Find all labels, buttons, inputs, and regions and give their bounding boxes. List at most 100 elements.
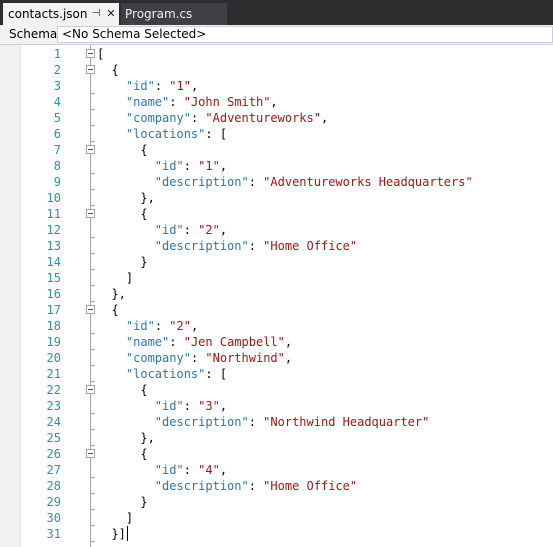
code-line[interactable]: "id": "3", [97,398,227,414]
code-line[interactable]: "company": "Northwind", [97,350,292,366]
json-string: "Home Office" [263,239,358,253]
code-line[interactable]: "description": "Home Office" [97,238,357,254]
json-string: "2" [169,319,191,333]
code-line[interactable]: "locations": [ [97,366,227,382]
pin-icon[interactable]: ⊣ [91,8,101,19]
json-punctuation: , [320,111,329,125]
line-number: 19 [46,335,61,349]
tab-program-cs[interactable]: Program.cs [121,3,227,25]
json-punctuation: , [219,223,228,237]
outlining-end-tick [90,349,95,350]
tab-contacts-json[interactable]: contacts.json ⊣ ✕ [3,3,119,25]
outlining-guide [90,45,91,547]
json-punctuation [97,415,155,429]
json-punctuation [97,127,126,141]
code-line[interactable]: "id": "1", [97,78,198,94]
code-line[interactable]: "description": "Adventureworks Headquart… [97,174,473,190]
code-line[interactable]: "locations": [ [97,126,227,142]
code-line[interactable]: "name": "Jen Campbell", [97,334,292,350]
json-punctuation: , [219,399,228,413]
json-key: "description" [154,479,249,493]
json-punctuation [97,463,155,477]
code-line[interactable]: { [97,446,148,462]
json-punctuation: : [183,399,199,413]
outlining-end-tick [90,301,95,302]
json-punctuation: : [169,95,184,109]
code-line[interactable]: "id": "2", [97,318,198,334]
json-punctuation: { [97,447,148,461]
json-punctuation: [ [97,47,105,61]
json-punctuation: : [248,479,264,493]
json-punctuation: ] [97,511,134,525]
code-line[interactable]: "id": "1", [97,158,227,174]
code-line[interactable]: { [97,62,118,78]
json-punctuation: : [248,175,264,189]
code-line[interactable]: }, [97,430,154,446]
json-key: "description" [154,415,249,429]
collapse-icon[interactable] [86,305,95,314]
collapse-icon[interactable] [86,209,95,218]
collapse-icon[interactable] [86,145,95,154]
code-line[interactable]: ] [97,270,133,286]
code-line[interactable]: { [97,206,148,222]
code-line[interactable]: "description": "Northwind Headquarter" [97,414,430,430]
json-punctuation: } [97,255,148,269]
code-line[interactable]: ] [97,510,133,526]
code-line[interactable]: } [97,254,148,270]
json-punctuation: : [183,463,199,477]
json-key: "description" [154,175,249,189]
outlining-end-tick [90,365,95,366]
code-line[interactable]: { [97,382,147,398]
outlining-end-tick [90,445,95,446]
code-line[interactable]: "id": "4", [97,462,227,478]
outlining-end-tick [90,253,95,254]
code-line[interactable]: "id": "2", [97,222,227,238]
line-number: 29 [46,495,61,509]
code-line[interactable]: [ [97,46,104,62]
json-key: "id" [125,319,155,333]
outlining-end-tick [90,493,95,494]
json-string: "Northwind Headquarter" [263,415,430,429]
line-number: 10 [46,191,61,205]
json-punctuation: , [219,159,228,173]
json-punctuation: , [270,95,278,109]
text-caret [126,526,128,541]
json-key: "locations" [125,127,206,141]
code-line[interactable]: } [97,494,147,510]
json-punctuation [97,175,155,189]
outlining-end-tick [90,285,95,286]
json-punctuation [97,111,126,125]
code-line[interactable]: { [97,142,147,158]
line-number: 20 [46,351,61,365]
schema-label: Schema: [9,27,62,41]
collapse-icon[interactable] [86,49,95,58]
code-line[interactable]: }] [97,526,125,542]
code-line[interactable]: }, [97,286,125,302]
line-number: 24 [46,415,61,429]
outlining-end-tick [90,93,95,94]
tab-label: Program.cs [125,7,193,21]
code-line[interactable]: "name": "John Smith", [97,94,278,110]
collapse-icon[interactable] [86,449,95,458]
code-line[interactable]: { [97,302,118,318]
json-punctuation: : [183,159,199,173]
code-line[interactable]: "company": "Adventureworks", [97,110,328,126]
outlining-end-tick [90,525,95,526]
json-punctuation [97,335,126,349]
collapse-icon[interactable] [86,385,95,394]
code-line[interactable]: "description": "Home Office" [97,478,357,494]
line-number: 15 [46,271,61,285]
line-number: 8 [53,159,61,173]
json-punctuation: : [190,111,206,125]
code-line[interactable]: }, [97,190,154,206]
json-punctuation: : [190,351,206,365]
line-number: 11 [46,207,61,221]
close-icon[interactable]: ✕ [106,7,116,20]
line-number: 27 [46,463,61,477]
json-string: "4" [198,463,220,477]
outlining-end-tick [90,477,95,478]
collapse-icon[interactable] [86,65,95,74]
json-punctuation: { [97,207,148,221]
schema-dropdown[interactable]: <No Schema Selected> [57,26,553,43]
